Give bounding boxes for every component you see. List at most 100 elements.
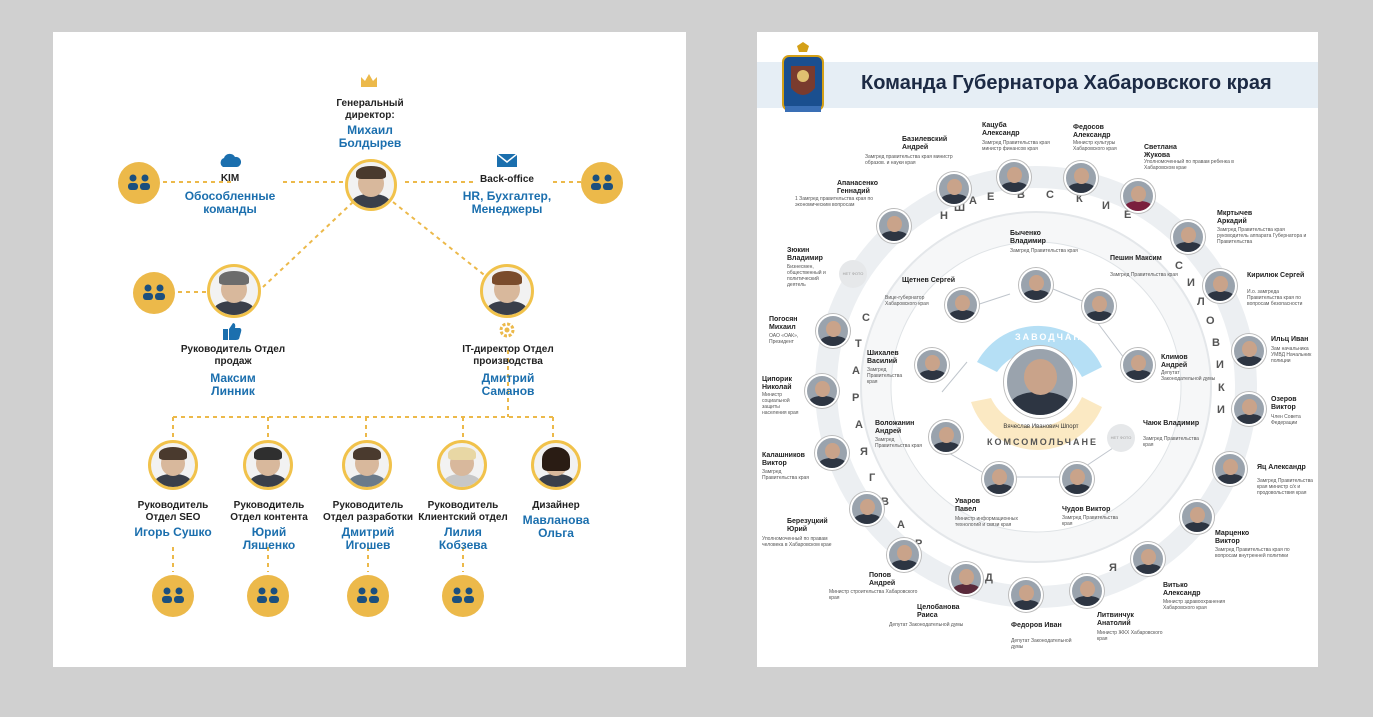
person-photo — [887, 538, 921, 572]
staff-avatar — [148, 440, 198, 490]
arc-letter: В — [1017, 189, 1025, 201]
person-name: Березуцкий Юрий — [787, 518, 828, 533]
person-role: Вице-губернатор Хабаровского края — [885, 295, 929, 307]
thumbs-up-icon — [223, 323, 242, 340]
arc-letter: С — [1046, 189, 1054, 201]
inner-ring-label-top: ЗАВОДЧАНЕ — [1015, 332, 1090, 342]
person-role: Депутат Законодательной думы — [1011, 638, 1072, 650]
staff-role: Руководитель Отдел разработки — [322, 500, 414, 523]
connector-lines — [163, 181, 583, 572]
sales-head-avatar — [207, 264, 261, 318]
arc-letter: Т — [855, 338, 862, 350]
person-photo — [815, 436, 849, 470]
staff-name: Мавланова Ольга — [522, 513, 590, 540]
team-icon — [442, 575, 484, 617]
team-icon — [581, 162, 623, 204]
person-photo — [949, 562, 983, 596]
staff-avatar — [437, 440, 487, 490]
person-role: Замгред Правительства края — [1143, 436, 1199, 448]
person-name: Кирилюк Сергей — [1247, 272, 1305, 279]
person-photo — [1009, 578, 1043, 612]
arc-letter: О — [1206, 315, 1215, 327]
person-photo — [1060, 462, 1094, 496]
arc-letter: Р — [915, 538, 923, 550]
person-role: Замгред правительства края министр образ… — [865, 154, 953, 166]
kim-name: Обособленные команды — [184, 189, 276, 216]
ceo-role: Генеральный директор: — [336, 98, 404, 121]
staff-avatar — [243, 440, 293, 490]
person-name: Уваров Павел — [955, 498, 981, 513]
staff-name: Юрий Ляшенко — [242, 525, 296, 552]
it-director-avatar — [480, 264, 534, 318]
arc-letter: В — [881, 496, 889, 508]
person-role: Уполномоченный по правам ребенка в Хабар… — [1144, 159, 1234, 171]
coat-of-arms-icon — [782, 42, 824, 112]
staff-name: Лилия Кобзева — [438, 525, 488, 552]
person-name: Чудов Виктор — [1062, 506, 1111, 513]
person-role: Депутат Законодательной думы — [1161, 370, 1216, 382]
staff-role: Руководитель Отдел контента — [230, 500, 308, 523]
arc-letter: Ш — [954, 202, 966, 214]
arc-letter: К — [1218, 382, 1225, 394]
person-name: Чаюк Владимир — [1143, 420, 1200, 427]
person-role: Замгред Правительства края — [875, 437, 922, 449]
person-name: Литвинчук Анатолий — [1097, 612, 1134, 627]
it-name: Дмитрий Саманов — [481, 371, 535, 398]
staff-avatar — [342, 440, 392, 490]
arc-letter: А — [855, 419, 863, 431]
team-icon — [118, 162, 160, 204]
governor-team-diagram: Команда Губернатора Хабаровского края ЗА… — [757, 32, 1318, 667]
person-name: Воложанин Андрей — [875, 420, 915, 435]
person-photo — [1180, 500, 1214, 534]
backoffice-label: Back-office — [480, 174, 534, 185]
cloud-icon — [220, 153, 242, 167]
person-name: Быченко Владимир — [1010, 230, 1046, 245]
kim-label: KIM — [220, 173, 240, 184]
person-role: Замгред Правительства края — [1110, 272, 1178, 278]
person-photo — [1232, 392, 1266, 426]
sales-role: Руководитель Отдел продаж — [180, 344, 286, 367]
person-name: Погосян Михаил — [769, 316, 798, 331]
person-name: Климов Андрей — [1161, 354, 1188, 369]
person-name: Кацуба Александр — [982, 122, 1020, 137]
arc-letter: И — [1217, 404, 1225, 416]
staff-name: Дмитрий Игошев — [341, 525, 395, 552]
backoffice-name: HR, Бухгалтер, Менеджеры — [462, 189, 552, 216]
no-photo-placeholder: НЕТ ФОТО — [839, 260, 867, 288]
person-photo — [937, 172, 971, 206]
staff-role: Дизайнер — [532, 500, 580, 511]
person-photo — [915, 348, 949, 382]
arc-letter: Р — [852, 392, 860, 404]
person-role: Замгред Правительства края министр финан… — [982, 140, 1050, 152]
arc-letter: Я — [1109, 562, 1117, 574]
inner-ring-label-bottom: КОМСОМОЛЬЧАНЕ — [987, 437, 1098, 447]
person-photo — [850, 492, 884, 526]
person-role: Министр строительства Хабаровского края — [829, 589, 918, 601]
person-role: Зам начальника УМВД Начальник полиции — [1271, 346, 1312, 364]
person-photo — [1131, 542, 1165, 576]
person-role: Замгред Правительства края по вопросам в… — [1215, 547, 1290, 559]
person-name: Федоров Иван — [1011, 622, 1062, 629]
person-role: Министр социальной защиты населения края — [762, 392, 799, 416]
person-name: Щетнев Сергей — [902, 277, 956, 284]
person-name: Целобанова Раиса — [917, 604, 960, 619]
person-photo — [1070, 574, 1104, 608]
person-role: И.о. замгреда Правительства края по вопр… — [1247, 289, 1303, 307]
team-icon — [133, 272, 175, 314]
arc-letter: А — [852, 365, 860, 377]
person-photo — [929, 420, 963, 454]
person-name: Витько Александр — [1163, 582, 1201, 597]
person-photo — [1232, 334, 1266, 368]
person-name: Озеров Виктор — [1271, 396, 1297, 411]
person-role: Уполномоченный по правам человека в Хаба… — [762, 536, 832, 548]
title-banner — [757, 62, 1318, 108]
no-photo-placeholder: НЕТ ФОТО — [1107, 424, 1135, 452]
team-icon — [152, 575, 194, 617]
person-role: Министр культуры Хабаровского края — [1073, 140, 1117, 152]
arc-letter: В — [1212, 337, 1220, 349]
person-role: Замгред Правительства края — [1010, 248, 1078, 254]
person-photo — [816, 314, 850, 348]
arc-letter: И — [1216, 359, 1224, 371]
sales-name: Максим Линник — [210, 371, 256, 398]
person-role: Замгред Правительства края руководитель … — [1217, 227, 1307, 245]
